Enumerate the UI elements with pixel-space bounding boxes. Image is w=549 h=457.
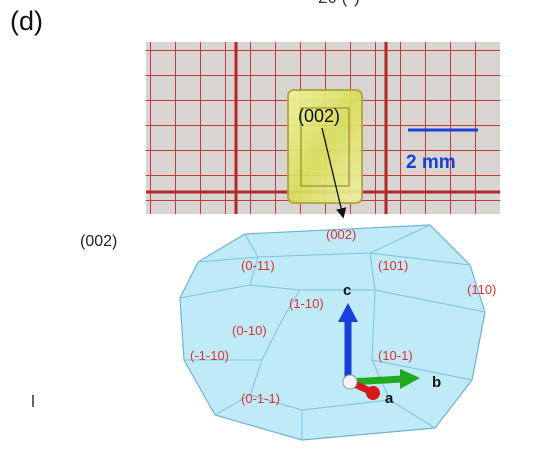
face-pointer-arrow xyxy=(321,127,347,219)
side-face-label: (002) xyxy=(80,233,118,250)
face-label: (0-1-1) xyxy=(241,391,280,406)
crystal-model: c b a (002) (0-11) (101) (110) (1-10) (0… xyxy=(179,224,496,441)
crystal-photo: (002) 2 mm xyxy=(146,42,500,214)
b-axis-line xyxy=(349,375,403,386)
c-axis-label: c xyxy=(343,282,351,299)
a-axis-label: a xyxy=(385,390,394,407)
face-label: (0-10) xyxy=(232,323,267,338)
crystal-sample xyxy=(287,89,363,204)
b-axis-head xyxy=(400,369,420,389)
c-axis-head xyxy=(338,303,358,322)
crystal-inner-facet xyxy=(300,107,350,187)
a-axis-head xyxy=(366,386,380,400)
face-label: (002) xyxy=(326,227,356,242)
face-label: (110) xyxy=(467,282,496,297)
crystal-outline xyxy=(179,224,486,441)
scale-bar-label: 2 mm xyxy=(406,152,456,173)
b-axis-label: b xyxy=(432,374,441,391)
cut-off-axis-label: 2θ (°) xyxy=(318,0,360,8)
face-label: (101) xyxy=(378,258,408,273)
photo-face-label: (002) xyxy=(298,106,340,126)
face-label: (-1-10) xyxy=(190,348,229,363)
stray-mark xyxy=(32,395,34,407)
axis-origin xyxy=(342,374,358,390)
face-label: (0-11) xyxy=(241,258,275,273)
facet-edges xyxy=(179,224,486,440)
face-label: (10-1) xyxy=(378,348,413,363)
panel-label: (d) xyxy=(10,6,43,36)
face-label: (1-10) xyxy=(289,296,324,311)
